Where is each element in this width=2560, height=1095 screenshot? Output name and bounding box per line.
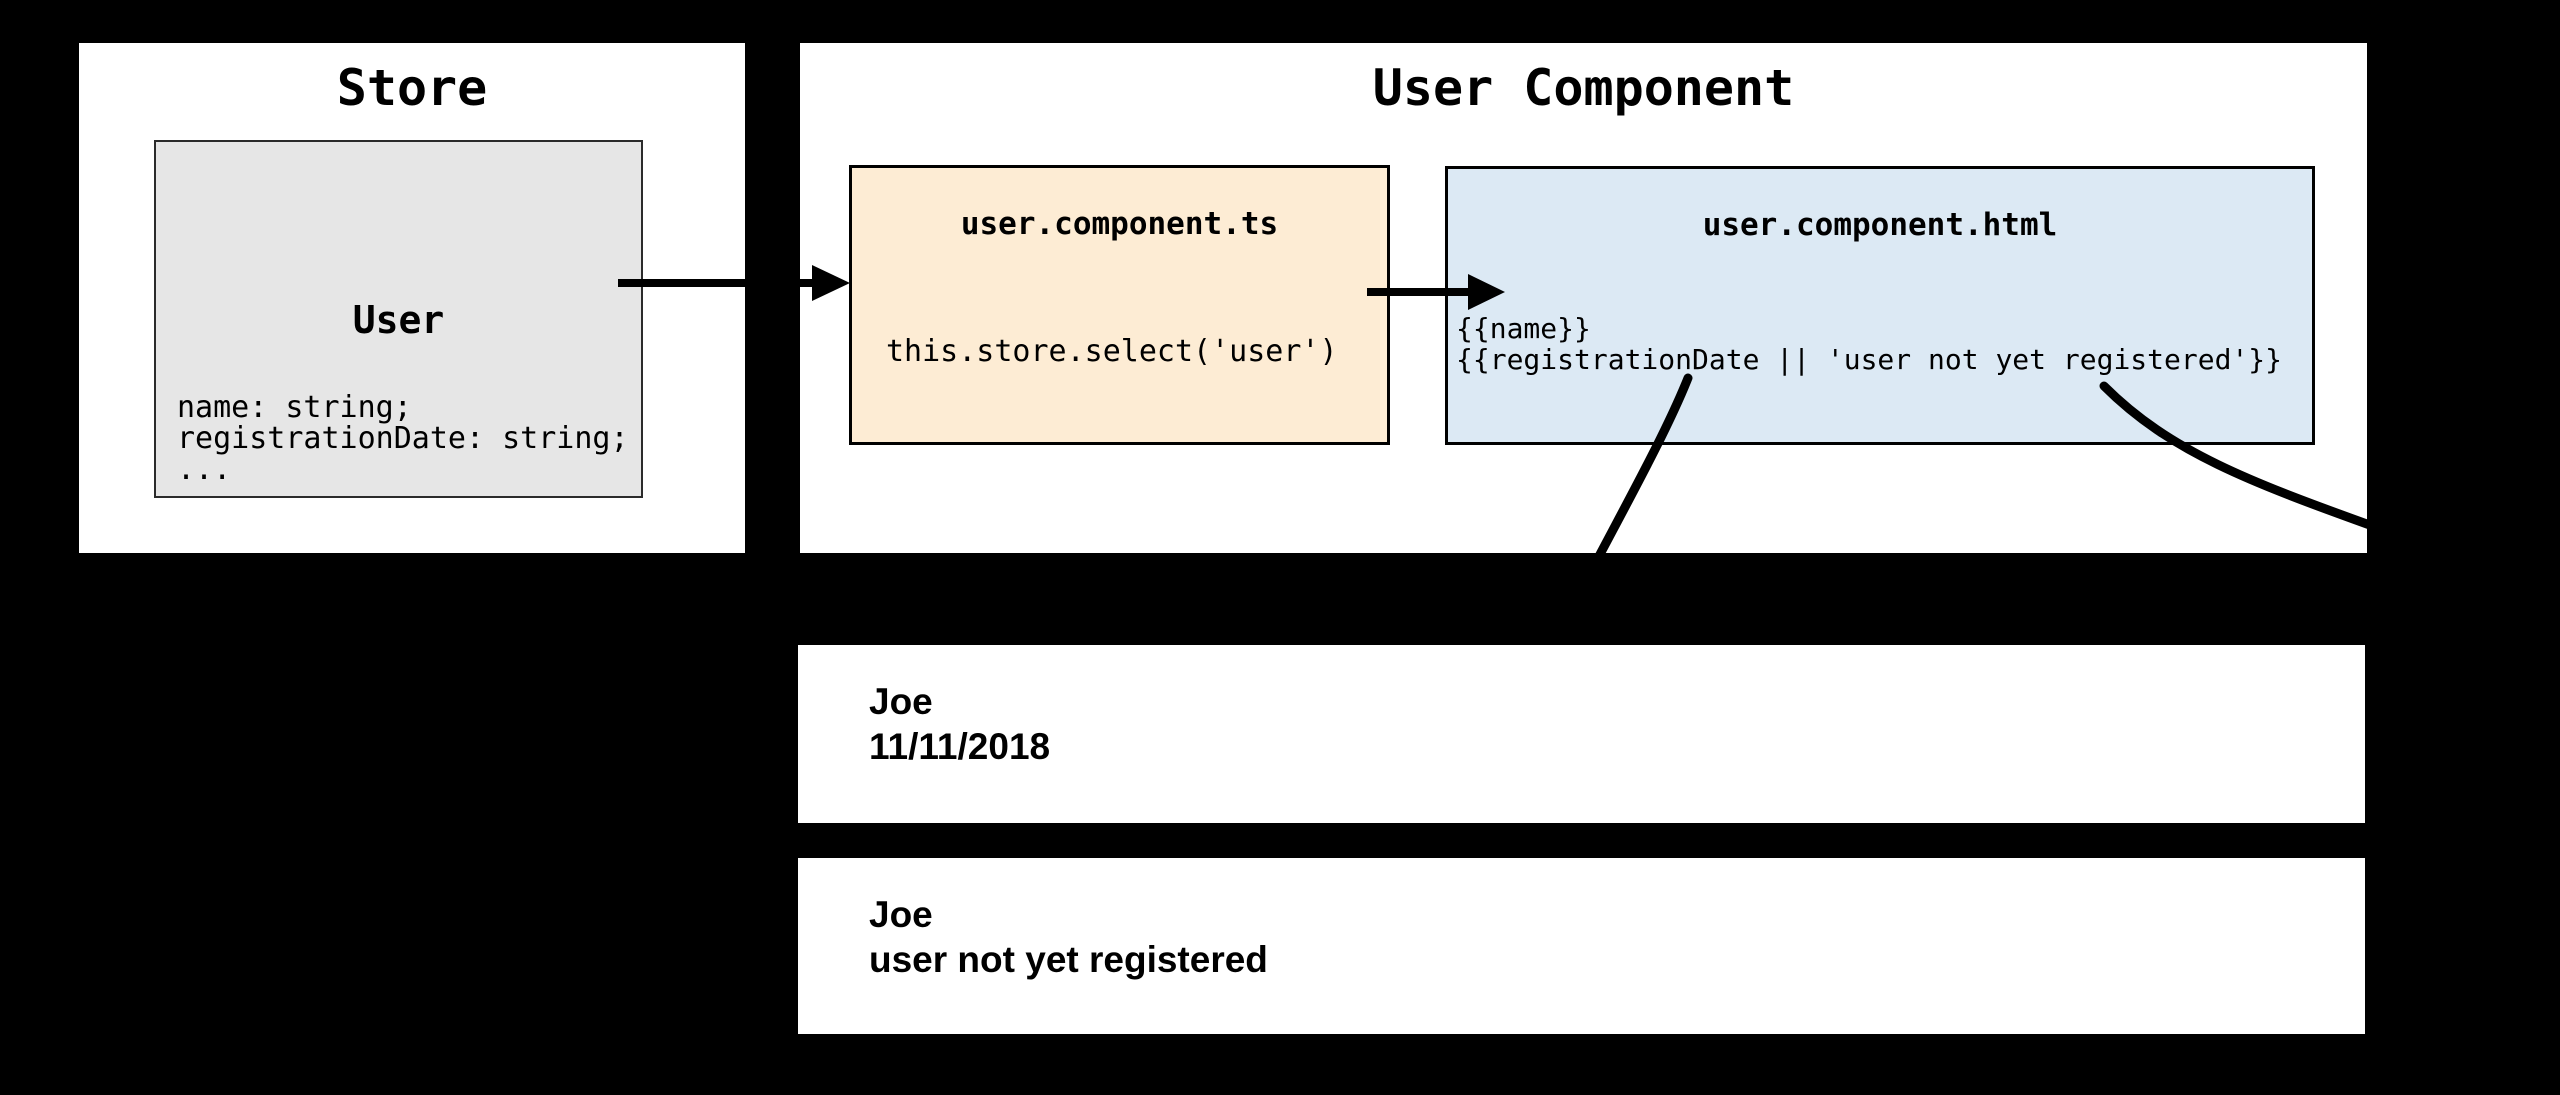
rendered-output-unregistered: Joe user not yet registered: [798, 858, 2365, 1034]
user-component-panel: User Component user.component.ts this.st…: [800, 43, 2367, 553]
output-1-name: Joe: [869, 681, 933, 722]
store-panel-title: Store: [336, 59, 488, 117]
user-component-panel-title: User Component: [1372, 59, 1795, 117]
ts-file-box: user.component.ts this.store.select('use…: [849, 165, 1390, 445]
rendered-output-unregistered-text: Joe user not yet registered: [798, 858, 2365, 982]
output-2-name: Joe: [869, 894, 933, 935]
output-1-date: 11/11/2018: [869, 726, 1051, 767]
html-file-box: user.component.html {{name}} {{registrat…: [1445, 166, 2315, 445]
output-2-fallback: user not yet registered: [869, 939, 1268, 980]
ts-file-title: user.component.ts: [960, 206, 1279, 242]
store-panel: Store User name: string; registrationDat…: [79, 43, 745, 553]
user-model-box: User name: string; registrationDate: str…: [154, 140, 643, 498]
html-file-code: {{name}} {{registrationDate || 'user not…: [1456, 312, 2283, 376]
html-file-title: user.component.html: [1702, 207, 2058, 243]
user-model-title: User: [352, 298, 445, 342]
ts-file-code: this.store.select('user'): [886, 334, 1338, 369]
rendered-output-registered: Joe 11/11/2018: [798, 645, 2365, 823]
rendered-output-registered-text: Joe 11/11/2018: [798, 645, 2365, 769]
user-model-properties: name: string; registrationDate: string; …: [177, 390, 629, 487]
